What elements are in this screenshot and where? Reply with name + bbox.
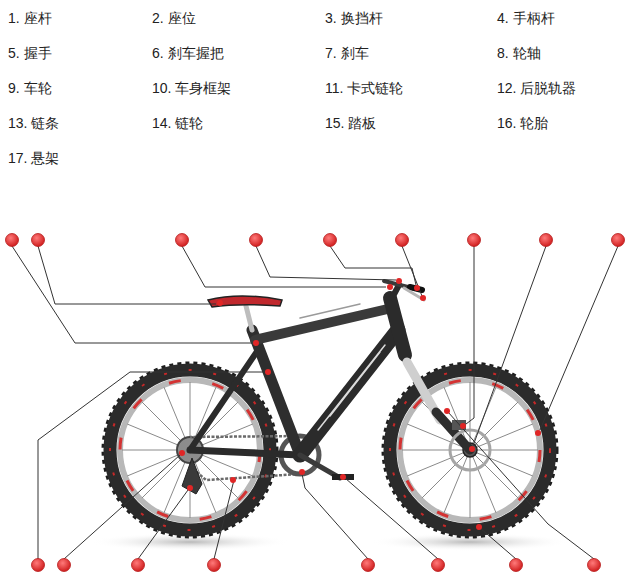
- leader-line: [182, 246, 386, 287]
- callout-dot: [208, 559, 221, 572]
- part-label: 2. 座位: [152, 9, 196, 27]
- pedal: [332, 474, 354, 480]
- chain-stay: [190, 450, 300, 455]
- part-label: 13. 链条: [8, 114, 59, 132]
- leader-line: [345, 478, 438, 559]
- target-dot: [187, 485, 193, 491]
- part-label: 9. 车轮: [8, 79, 52, 97]
- leader-line: [256, 246, 396, 280]
- part-label: 7. 刹车: [325, 44, 369, 62]
- leader-lines: [12, 246, 618, 559]
- part-label: 10. 车身框架: [152, 79, 231, 97]
- leader-line: [302, 474, 368, 559]
- part-label: 16. 轮胎: [497, 114, 548, 132]
- frame-graphic: [300, 304, 360, 318]
- part-label: 11. 卡式链轮: [325, 79, 403, 97]
- leader-line: [64, 455, 180, 559]
- front-wheel: [384, 364, 556, 536]
- leader-line: [138, 490, 188, 559]
- target-dot: [535, 430, 541, 436]
- callout-dot: [588, 559, 601, 572]
- leader-line: [214, 480, 234, 559]
- callout-dot: [250, 234, 263, 247]
- seat-post: [246, 306, 252, 330]
- callout-dot: [32, 559, 45, 572]
- part-label: 17. 悬架: [8, 149, 59, 167]
- head-tube: [390, 298, 405, 355]
- rear-derailleur: [182, 458, 202, 494]
- callout-dot: [540, 234, 553, 247]
- target-dot: [179, 450, 185, 456]
- frame: [190, 281, 470, 478]
- target-dot: [230, 477, 236, 483]
- callout-dot: [32, 234, 45, 247]
- callout-dot: [396, 234, 409, 247]
- target-dot: [253, 340, 259, 346]
- saddle: [208, 296, 282, 307]
- leader-line: [12, 246, 252, 343]
- target-dot: [469, 446, 475, 452]
- part-label: 12. 后脱轨器: [497, 79, 576, 97]
- target-dot: [444, 408, 450, 414]
- part-label: 15. 踏板: [325, 114, 376, 132]
- part-label: 3. 换挡杆: [325, 9, 383, 27]
- seat-stay: [190, 350, 258, 450]
- leader-line: [473, 246, 546, 446]
- down-tube: [300, 330, 398, 455]
- part-label: 8. 轮轴: [497, 44, 541, 62]
- callout-dots: [6, 234, 625, 572]
- callout-dot: [432, 559, 445, 572]
- target-dot: [460, 423, 466, 429]
- target-dot: [476, 524, 482, 530]
- callout-dot: [324, 234, 337, 247]
- target-dot: [299, 469, 305, 475]
- target-dot: [396, 278, 402, 284]
- part-label: 1. 座杆: [8, 9, 52, 27]
- target-dot: [340, 474, 346, 480]
- target-dot: [265, 369, 271, 375]
- callout-dot: [58, 559, 71, 572]
- callout-dot: [176, 234, 189, 247]
- callout-dot: [6, 234, 19, 247]
- target-dot: [420, 295, 426, 301]
- part-label: 4. 手柄杆: [497, 9, 555, 27]
- leader-line: [330, 246, 416, 285]
- leader-line: [38, 372, 266, 559]
- leader-line: [480, 528, 516, 559]
- callout-dot: [362, 559, 375, 572]
- leader-line: [448, 412, 594, 559]
- leader-line: [466, 246, 474, 424]
- callout-dot: [612, 234, 625, 247]
- target-points: [179, 278, 541, 530]
- stem: [392, 285, 399, 298]
- callout-dot: [132, 559, 145, 572]
- leader-line: [38, 246, 216, 304]
- seat-tube: [252, 330, 300, 455]
- part-label: 14. 链轮: [152, 114, 203, 132]
- part-label: 6. 刹车握把: [152, 44, 224, 62]
- callout-dot: [468, 234, 481, 247]
- target-dot: [217, 300, 223, 306]
- leader-line: [540, 246, 618, 430]
- leader-line: [402, 246, 422, 296]
- frame-graphic: [318, 345, 385, 430]
- target-dot: [414, 285, 420, 291]
- part-label: 5. 握手: [8, 44, 52, 62]
- target-dot: [387, 284, 393, 290]
- callout-dot: [510, 559, 523, 572]
